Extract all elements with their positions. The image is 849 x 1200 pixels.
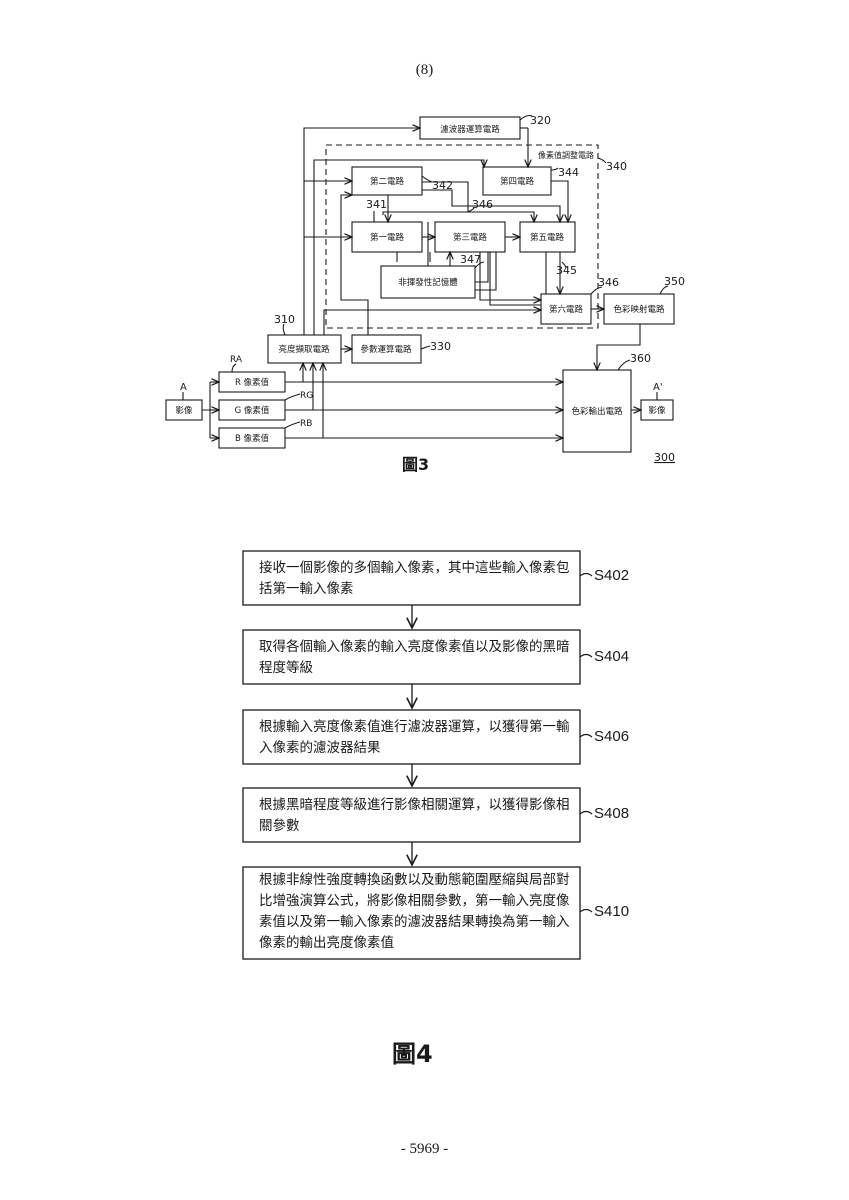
ref-rg: RG — [300, 391, 313, 401]
nvm-label: 非揮發性記憶體 — [398, 277, 458, 288]
ref-346b: 346 — [598, 276, 619, 289]
step-text-s402: 接收一個影像的多個輸入像素，其中這些輸入像素包括第一輸入像素 — [259, 558, 574, 600]
g-value-label: G 像素值 — [235, 405, 270, 416]
ref-rb: RB — [300, 419, 312, 429]
step-text-s408: 根據黑暗程度等級進行影像相關運算，以獲得影像相關參數 — [259, 795, 574, 837]
step-id-s402: S402 — [594, 567, 629, 584]
ref-a-out: A' — [653, 382, 663, 393]
ref-350: 350 — [664, 275, 685, 288]
ref-347: 347 — [460, 253, 481, 266]
ref-a-in: A — [180, 382, 187, 393]
figure-4-caption: 圖4 — [392, 1034, 433, 1069]
luma-label: 亮度擷取電路 — [278, 344, 330, 355]
ref-320: 320 — [530, 114, 551, 127]
c1-label: 第一電路 — [370, 232, 405, 243]
ref-310: 310 — [274, 313, 295, 326]
image-out-label: 影像 — [648, 405, 666, 416]
c4-label: 第四電路 — [500, 176, 535, 187]
ref-330: 330 — [430, 340, 451, 353]
ref-346a: 346 — [472, 198, 493, 211]
step-text-s410: 根據非線性強度轉換函數以及動態範圍壓縮與局部對比增強演算公式，將影像相關參數，第… — [259, 870, 574, 954]
c5-label: 第五電路 — [530, 232, 565, 243]
ref-340: 340 — [606, 160, 627, 173]
color-out-label: 色彩輸出電路 — [571, 406, 623, 417]
step-id-s404: S404 — [594, 648, 629, 665]
ref-ra: RA — [230, 355, 243, 365]
color-map-label: 色彩映射電路 — [613, 304, 665, 315]
page-footer-number: - 5969 - — [0, 1141, 849, 1158]
param-label: 參數運算電路 — [360, 344, 412, 355]
step-text-s404: 取得各個輸入像素的輸入亮度像素值以及影像的黑暗程度等級 — [259, 637, 574, 679]
c2-label: 第二電路 — [370, 176, 405, 187]
ref-360: 360 — [630, 352, 651, 365]
ref-345: 345 — [556, 264, 577, 277]
step-text-s406: 根據輸入亮度像素值進行濾波器運算，以獲得第一輸入像素的濾波器結果 — [259, 717, 574, 759]
b-value-label: B 像素值 — [235, 433, 270, 444]
r-value-label: R 像素值 — [235, 377, 270, 388]
ref-341: 341 — [366, 198, 387, 211]
figure-3-block-diagram: 濾波器運算電路 像素值調整電路 第二電路 第四電路 第一電路 第三電路 第五電路… — [0, 0, 849, 480]
c3-label: 第三電路 — [453, 232, 488, 243]
step-id-s406: S406 — [594, 728, 629, 745]
step-id-s410: S410 — [594, 903, 629, 920]
filter-label: 濾波器運算電路 — [440, 124, 500, 135]
figure-3-caption: 圖3 — [402, 451, 429, 475]
step-id-s408: S408 — [594, 805, 629, 822]
pixel-adjust-label: 像素值調整電路 — [538, 150, 594, 160]
ref-344: 344 — [558, 166, 579, 179]
image-in-label: 影像 — [175, 405, 193, 416]
c6-label: 第六電路 — [549, 304, 584, 315]
ref-300: 300 — [654, 451, 675, 464]
ref-342: 342 — [432, 179, 453, 192]
